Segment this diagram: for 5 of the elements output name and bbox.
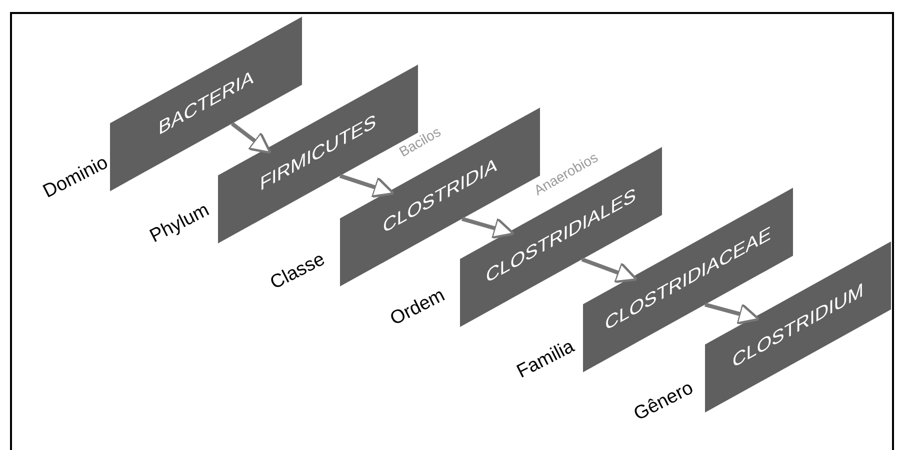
block-arrow [339,174,395,198]
block-arrow [704,302,760,325]
block-arrow [581,257,638,284]
rank-label: Classe [266,248,330,296]
rank-label: Ordem [386,284,450,332]
